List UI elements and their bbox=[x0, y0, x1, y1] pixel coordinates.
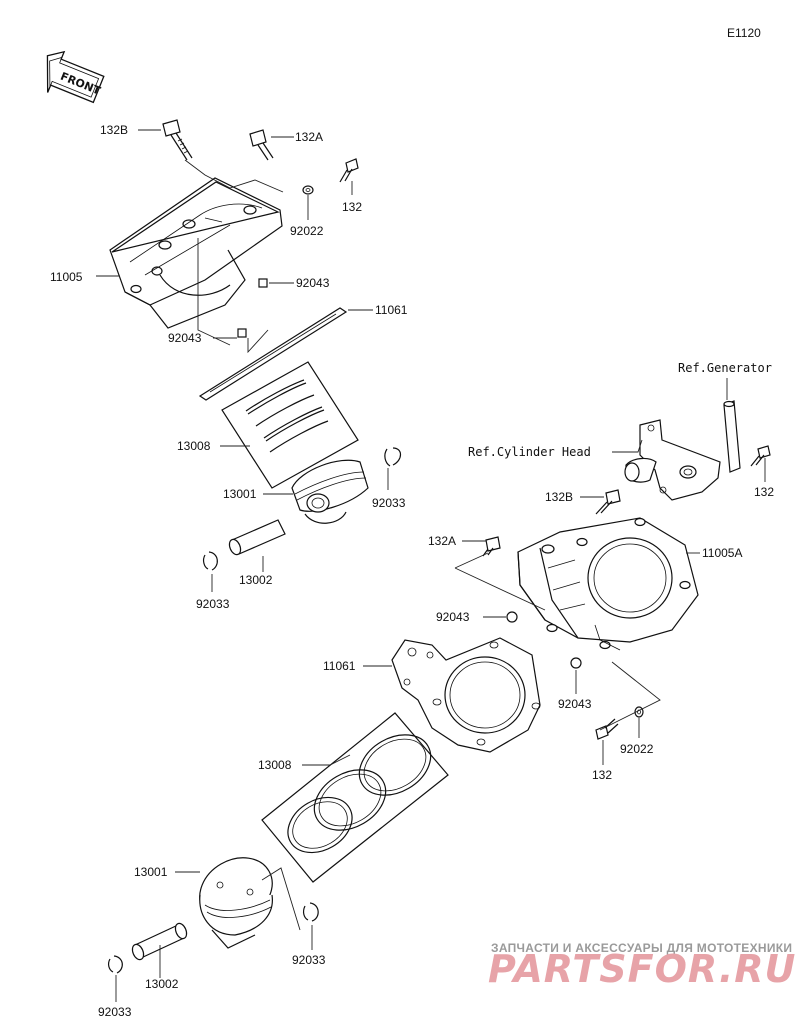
label-11061-bottom: 11061 bbox=[323, 659, 356, 673]
label-132B-right: 132B bbox=[545, 490, 573, 504]
circlip-92033-bottom-right bbox=[302, 902, 319, 922]
label-13002-top: 13002 bbox=[239, 573, 273, 587]
watermark-logo: PARTSFOR.RU bbox=[488, 947, 796, 991]
dowel-92043-top-left bbox=[237, 328, 247, 338]
label-13002-bottom: 13002 bbox=[145, 977, 179, 991]
label-132-top: 132 bbox=[342, 200, 362, 214]
ring-set-13008-top bbox=[221, 361, 359, 489]
lower-leader-lines bbox=[115, 378, 766, 1002]
piston-pin-13002-bottom bbox=[131, 922, 188, 961]
piston-pin-13002-top bbox=[228, 519, 286, 556]
bolt-132B-right bbox=[595, 489, 621, 515]
label-13008-top: 13008 bbox=[177, 439, 211, 453]
dowel-92043-bottom-right bbox=[570, 657, 582, 669]
bolt-132-bottom bbox=[595, 718, 619, 740]
label-132-right: 132 bbox=[754, 485, 774, 499]
piston-13001-top bbox=[291, 459, 369, 524]
cylinder-block-11005 bbox=[109, 177, 283, 329]
label-132B-top: 132B bbox=[100, 123, 128, 137]
label-11061-top: 11061 bbox=[375, 303, 408, 317]
upper-leader-lines bbox=[96, 129, 389, 592]
part-number-labels: 132B 132A 132 92022 11005 92043 11061 92… bbox=[50, 123, 774, 1019]
gasket-11061-top bbox=[198, 307, 348, 401]
label-ref-generator: Ref.Generator bbox=[678, 361, 772, 375]
generator-reference-pipe bbox=[723, 400, 741, 473]
bolt-132B-top bbox=[162, 119, 193, 161]
ring-set-13008-bottom bbox=[261, 712, 449, 883]
circlip-92033-top-left bbox=[202, 551, 218, 571]
label-92033-top-right: 92033 bbox=[372, 496, 406, 510]
bolt-132A-right bbox=[482, 536, 501, 557]
label-ref-cylinder-head: Ref.Cylinder Head bbox=[468, 445, 591, 459]
label-92022-top: 92022 bbox=[290, 224, 324, 238]
dowel-92043-bottom-left bbox=[506, 611, 518, 623]
washer-92022-top bbox=[302, 185, 314, 195]
watermark-tagline: ЗАПЧАСТИ И АКСЕССУАРЫ ДЛЯ МОТОТЕХНИКИ bbox=[491, 941, 792, 955]
circlip-92033-top-right bbox=[384, 447, 402, 467]
bolt-132A-top bbox=[249, 129, 274, 161]
bolt-132-top bbox=[339, 158, 359, 183]
label-92022-bottom: 92022 bbox=[620, 742, 654, 756]
label-13008-bottom: 13008 bbox=[258, 758, 292, 772]
label-92043-bottom-left: 92043 bbox=[436, 610, 470, 624]
label-132A-top: 132A bbox=[295, 130, 323, 144]
label-92033-top-left: 92033 bbox=[196, 597, 230, 611]
label-11005: 11005 bbox=[50, 270, 83, 284]
front-arrow-icon: FRONT bbox=[46, 50, 105, 104]
gasket-11061-bottom bbox=[391, 637, 541, 753]
label-13001-bottom: 13001 bbox=[134, 865, 168, 879]
label-92043-bottom-right: 92043 bbox=[558, 697, 592, 711]
dowel-92043-top-right bbox=[258, 278, 268, 288]
label-132A-right: 132A bbox=[428, 534, 456, 548]
diagram-code: E1120 bbox=[727, 26, 761, 40]
label-92033-bottom-left: 92033 bbox=[98, 1005, 132, 1019]
cylinder-block-11005A bbox=[517, 517, 699, 651]
label-13001-top: 13001 bbox=[223, 487, 257, 501]
piston-13001-bottom bbox=[199, 857, 273, 949]
label-11005A: 11005A bbox=[702, 546, 742, 560]
label-92043-top-left: 92043 bbox=[168, 331, 202, 345]
bolt-132-right bbox=[750, 445, 771, 467]
label-92033-bottom-right: 92033 bbox=[292, 953, 326, 967]
circlip-92033-bottom-left bbox=[107, 955, 123, 974]
label-92043-top-right: 92043 bbox=[296, 276, 330, 290]
label-132-bottom: 132 bbox=[592, 768, 612, 782]
cylinder-head-reference-fitting bbox=[624, 419, 721, 501]
watermark: ЗАПЧАСТИ И АКСЕССУАРЫ ДЛЯ МОТОТЕХНИКИ PA… bbox=[488, 941, 796, 991]
